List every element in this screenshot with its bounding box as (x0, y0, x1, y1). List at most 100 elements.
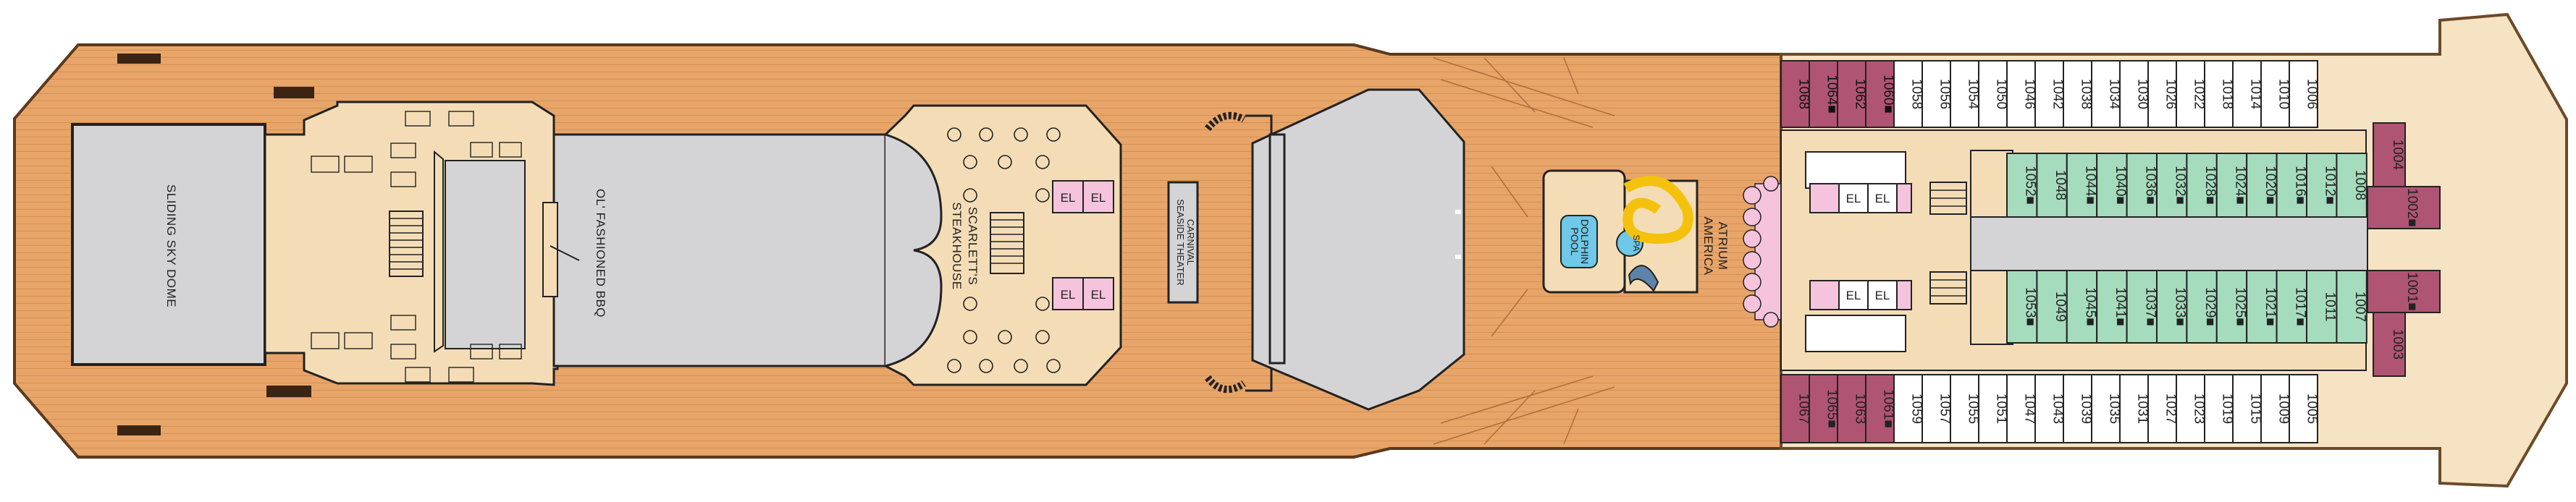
cabin[interactable]: 1006 (2289, 60, 2320, 128)
cabin[interactable]: 1039 (2063, 374, 2094, 443)
cabin-number: 1020■ (2263, 166, 2278, 205)
cabin[interactable]: 1056 (1922, 60, 1953, 128)
cabin-box (2066, 270, 2098, 344)
cabin-box (1950, 374, 1979, 443)
seaside-theater[interactable]: CARNIVAL SEASIDE THEATER (1167, 88, 1465, 411)
cabin-number: 1033■ (2173, 287, 2188, 326)
cabin[interactable]: 1020■ (2246, 153, 2278, 218)
cabin-number: 1027 (2163, 393, 2179, 424)
cabin[interactable]: 1058 (1893, 60, 1924, 128)
cabin[interactable]: 1025■ (2215, 270, 2248, 344)
cabin[interactable]: 1033■ (2156, 270, 2188, 344)
cabin[interactable]: 1012■ (2306, 153, 2338, 218)
cabin[interactable]: 1052■ (2006, 153, 2038, 218)
cabin[interactable]: 1008 (2336, 153, 2367, 218)
elevator-bank-forward[interactable]: EL EL EL EL (1809, 183, 1912, 310)
cabin[interactable]: 1065■ (1809, 374, 1840, 443)
cabin[interactable]: 1011 (2306, 270, 2338, 344)
elevator-label: EL (1061, 288, 1076, 302)
cabin[interactable]: 1014 (2232, 60, 2263, 128)
cabin[interactable]: 1004 (2373, 122, 2406, 187)
cabin-box (2066, 153, 2098, 218)
cabin[interactable]: 1061■ (1865, 374, 1896, 443)
elevator-bank-mid[interactable]: EL EL EL EL (1052, 180, 1114, 310)
cabin[interactable]: 1059 (1893, 374, 1924, 443)
cabin[interactable]: 1063 (1837, 374, 1868, 443)
cabin[interactable]: 1067 (1780, 374, 1811, 443)
elevator-label: EL (1091, 288, 1106, 302)
cabin-box (2367, 186, 2441, 229)
cabin-number: 1029■ (2202, 287, 2218, 326)
cabin[interactable]: 1057 (1922, 374, 1953, 443)
cabin-number: 1011 (2323, 292, 2338, 322)
cabin[interactable]: 1001■ (2367, 270, 2441, 313)
elevator-label: EL (1875, 192, 1890, 205)
cabin[interactable]: 1053■ (2006, 270, 2038, 344)
cabin[interactable]: 1016■ (2276, 153, 2308, 218)
cabin-number: 1056 (1937, 79, 1953, 109)
cabin[interactable]: 1050 (1978, 60, 2009, 128)
cabin[interactable]: 1034 (2091, 60, 2122, 128)
cabin-box (1809, 60, 1838, 128)
cabin[interactable]: 1017■ (2276, 270, 2308, 344)
cabin[interactable]: 1024■ (2215, 153, 2248, 218)
cabin[interactable]: 1060■ (1865, 60, 1896, 128)
cabin[interactable]: 1048 (2036, 153, 2068, 218)
cabin-number: 1053■ (2023, 287, 2038, 326)
sliding-sky-dome[interactable]: SLIDING SKY DOME (71, 123, 266, 366)
cabin[interactable]: 1036■ (2126, 153, 2158, 218)
cabin[interactable]: 1030 (2119, 60, 2150, 128)
cabin[interactable]: 1045■ (2066, 270, 2098, 344)
cabin[interactable]: 1019 (2204, 374, 2235, 443)
cabin-box (1922, 60, 1951, 128)
cabin[interactable]: 1068 (1780, 60, 1811, 128)
cabin[interactable]: 1003 (2373, 312, 2406, 377)
cabin[interactable]: 1010 (2260, 60, 2291, 128)
cabin-box (2176, 374, 2205, 443)
cabin-box (2126, 270, 2158, 344)
dolphin-pool-area[interactable]: DOLPHIN POOL SPA ATRIUM AMERICA (1542, 169, 1730, 294)
cabin-number: 1017■ (2292, 287, 2307, 326)
cabin-box (1978, 60, 2008, 128)
cabin[interactable]: 1062 (1837, 60, 1868, 128)
cabin[interactable]: 1009 (2260, 374, 2291, 443)
cabin-number: 1050 (1994, 79, 2009, 109)
cabin[interactable]: 1038 (2063, 60, 2094, 128)
cabin[interactable]: 1055 (1950, 374, 1981, 443)
cabin[interactable]: 1028■ (2186, 153, 2218, 218)
cabin[interactable]: 1021■ (2246, 270, 2278, 344)
cabin[interactable]: 1027 (2147, 374, 2179, 443)
cabin[interactable]: 1051 (1978, 374, 2009, 443)
cabin[interactable]: 1031 (2119, 374, 2150, 443)
scarletts-steakhouse[interactable]: SCARLETT'S STEAKHOUSE (884, 104, 1122, 386)
cabin[interactable]: 1026 (2147, 60, 2179, 128)
cabin[interactable]: 1018 (2204, 60, 2235, 128)
cabin[interactable]: 1022 (2176, 60, 2207, 128)
cabin[interactable]: 1046 (2006, 60, 2037, 128)
lido-buffet-area[interactable]: OL' FASHIONED BBQ (264, 101, 887, 386)
cabin[interactable]: 1015 (2232, 374, 2263, 443)
cabin-box (2306, 153, 2338, 218)
cabin[interactable]: 1032■ (2156, 153, 2188, 218)
cabin[interactable]: 1023 (2176, 374, 2207, 443)
cabin[interactable]: 1042 (2034, 60, 2066, 128)
cabin[interactable]: 1029■ (2186, 270, 2218, 344)
cabin[interactable]: 1035 (2091, 374, 2122, 443)
cabin[interactable]: 1041■ (2096, 270, 2128, 344)
cabin-box (2373, 312, 2406, 377)
cabin[interactable]: 1002■ (2367, 186, 2441, 229)
cabin[interactable]: 1037■ (2126, 270, 2158, 344)
cabin-box (2260, 374, 2290, 443)
cabin[interactable]: 1064■ (1809, 60, 1840, 128)
cabin[interactable]: 1043 (2034, 374, 2066, 443)
cabin[interactable]: 1044■ (2066, 153, 2098, 218)
theater-label-line2: SEASIDE THEATER (1175, 199, 1186, 285)
cabin[interactable]: 1049 (2036, 270, 2068, 344)
cabin[interactable]: 1040■ (2096, 153, 2128, 218)
scarletts-label-line2: STEAKHOUSE (950, 202, 964, 289)
cabin-box (2063, 374, 2092, 443)
cabin[interactable]: 1005 (2289, 374, 2320, 443)
cabin[interactable]: 1054 (1950, 60, 1981, 128)
cabin[interactable]: 1007 (2336, 270, 2367, 344)
cabin[interactable]: 1047 (2006, 374, 2037, 443)
